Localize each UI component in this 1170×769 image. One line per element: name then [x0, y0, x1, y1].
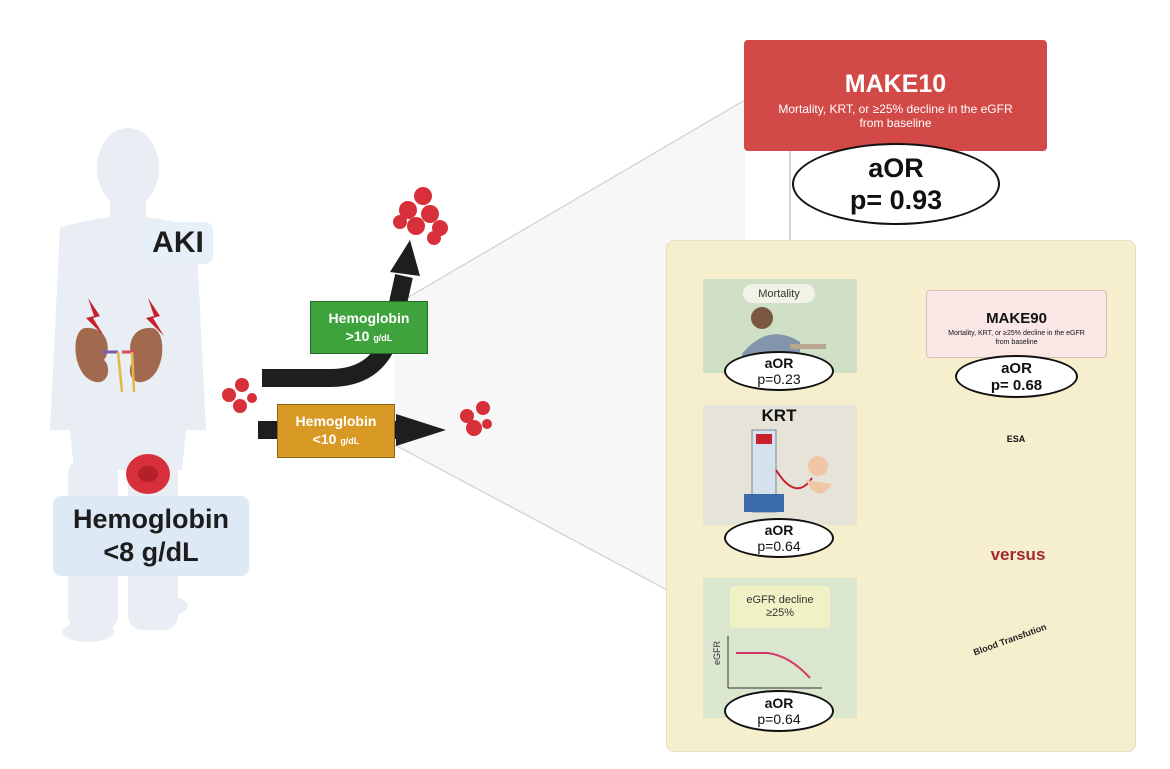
make90-subtitle: Mortality, KRT, or ≥25% decline in the e…	[948, 330, 1085, 346]
make90-or-ellipse: aOR p= 0.68	[955, 355, 1078, 398]
make90-or-label: aOR	[1001, 359, 1032, 377]
make90-title: MAKE90	[986, 310, 1047, 327]
egfr-chart-axes	[727, 636, 822, 689]
blood-cells-icon	[222, 378, 257, 413]
esa-label: ESA	[1006, 434, 1026, 444]
lightning-icon-left	[86, 298, 104, 336]
krt-p-value: p=0.64	[757, 538, 801, 554]
mortality-p-value: p=0.23	[757, 371, 801, 387]
hemoglobin-low-unit: g/dL	[340, 436, 360, 446]
versus-label: versus	[990, 545, 1046, 564]
krt-or-label: aOR	[764, 522, 794, 538]
kidney-icon-left	[75, 327, 124, 393]
aki-label: AKI	[143, 222, 213, 264]
make10-box: MAKE10 Mortality, KRT, or ≥25% decline i…	[744, 40, 1047, 151]
egfr-or-ellipse: aOR p=0.64	[724, 690, 834, 732]
patient-hemoglobin-line2: <8 g/dL	[103, 537, 199, 567]
hemoglobin-low-value: <10	[312, 431, 337, 447]
hemoglobin-high-unit: g/dL	[373, 332, 393, 343]
krt-or-ellipse: aOR p=0.64	[724, 518, 834, 558]
egfr-p-value: p=0.64	[757, 711, 801, 727]
make10-p-value: p= 0.93	[849, 185, 943, 215]
kidney-icon-right	[122, 327, 163, 393]
egfr-decline-label: eGFR decline ≥25%	[730, 586, 830, 628]
dialysis-machine-icon	[744, 429, 832, 513]
egfr-or-label: aOR	[764, 695, 794, 711]
egfr-decline-line2: ≥25%	[765, 607, 795, 619]
zoom-cone	[395, 100, 745, 590]
few-blood-cells-icon	[460, 401, 492, 436]
mortality-or-label: aOR	[764, 355, 794, 371]
make10-subtitle: Mortality, KRT, or ≥25% decline in the e…	[778, 102, 1013, 130]
hemoglobin-low-value-line: <10 g/dL	[313, 430, 360, 450]
make90-p-value: p= 0.68	[990, 376, 1043, 394]
make10-title: MAKE10	[844, 70, 947, 98]
sick-person-icon	[742, 307, 826, 356]
patient-hemoglobin-line1: Hemoglobin	[73, 504, 229, 534]
blood-cluster-icon	[393, 187, 448, 245]
make10-or-label: aOR	[868, 153, 924, 183]
egfr-decline-line1: eGFR decline	[746, 594, 814, 606]
hemoglobin-low-title: Hemoglobin	[295, 413, 377, 429]
hemoglobin-high-box: Hemoglobin >10 g/dL	[310, 301, 428, 354]
mortality-or-ellipse: aOR p=0.23	[724, 351, 834, 391]
make10-or-ellipse: aOR p= 0.93	[792, 143, 1000, 225]
make90-box: MAKE90 Mortality, KRT, or ≥25% decline i…	[926, 290, 1107, 358]
lightning-icon-right	[146, 298, 164, 336]
hemoglobin-low-box: Hemoglobin <10 g/dL	[277, 404, 395, 458]
egfr-decline-line	[736, 652, 811, 679]
hemoglobin-high-value: >10	[345, 327, 370, 344]
patient-hemoglobin-label: Hemoglobin <8 g/dL	[53, 496, 249, 576]
krt-label: KRT	[761, 406, 797, 425]
hemoglobin-high-value-line: >10 g/dL	[346, 327, 393, 347]
mortality-label: Mortality	[743, 284, 815, 303]
hemoglobin-high-title: Hemoglobin	[328, 309, 410, 326]
egfr-axis-label: eGFR	[712, 640, 723, 666]
